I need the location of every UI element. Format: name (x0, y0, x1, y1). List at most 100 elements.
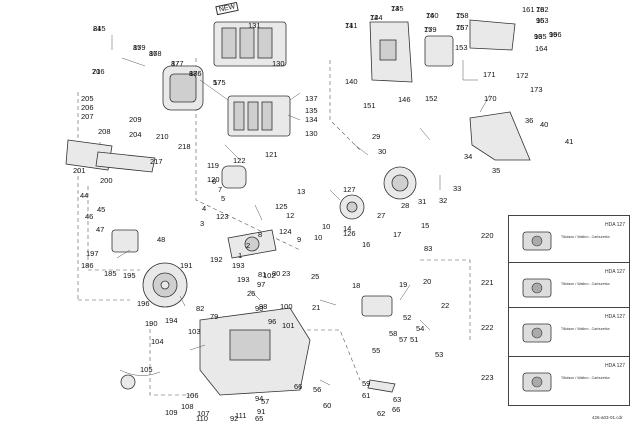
part-callout: 194 (165, 316, 178, 325)
throttle-lever-part (367, 379, 396, 393)
part-callout: 91 (257, 407, 266, 416)
part-callout: 146 (398, 95, 411, 104)
part-callout: 26 (247, 289, 256, 298)
hex-wrench-part (462, 60, 478, 81)
assembly-guide (420, 259, 471, 340)
part-callout: 166 (549, 30, 562, 39)
part-callout: 92 (230, 414, 239, 423)
part-callout: 215 (93, 24, 106, 33)
part-callout: 84 (93, 24, 102, 33)
clutch-cover-part (469, 111, 531, 161)
carburettor-variant-panel: HDA 127 Tillotson / Walbro - Carburettor (508, 356, 630, 406)
part-callout: 193 (237, 275, 250, 284)
part-callout: 161 (522, 5, 535, 14)
panel-number: 223 (481, 373, 494, 382)
part-callout: 51 (410, 335, 419, 344)
part-callout: 77 (424, 25, 433, 34)
part-callout: 81 (258, 270, 267, 279)
part-callout: 218 (178, 142, 191, 151)
part-callout: 134 (305, 115, 318, 124)
muffler-part (469, 19, 516, 51)
part-callout: 10 (322, 222, 331, 231)
part-callout: 8 (258, 230, 263, 239)
part-callout: 9 (297, 235, 302, 244)
part-callout: 153 (455, 43, 468, 52)
panel-number: 220 (481, 231, 494, 240)
part-callout: 30 (378, 147, 387, 156)
part-callout: 65 (255, 414, 264, 423)
part-callout: 45 (97, 205, 106, 214)
part-callout: 20 (423, 277, 432, 286)
part-callout: 175 (213, 78, 226, 87)
part-callout: 151 (363, 101, 376, 110)
carburettor-variant-panel: HDA 127 Tillotson / Walbro - Carburettor (508, 215, 630, 265)
part-callout: 53 (435, 350, 444, 359)
part-callout: 191 (180, 261, 193, 270)
part-callout: 33 (453, 184, 462, 193)
carburettor-variant-panel: HDA 127 Tillotson / Walbro - Carburettor (508, 307, 630, 357)
drawing-code: 426-a03-01.cdr (592, 415, 623, 420)
part-callout: 21 (312, 303, 321, 312)
part-callout: 106 (186, 391, 199, 400)
piston-part (221, 165, 247, 189)
part-callout: 27 (377, 211, 386, 220)
part-callout: 104 (151, 337, 164, 346)
cylinder-middle-part (227, 95, 291, 137)
part-callout: 57 (213, 78, 222, 87)
part-callout: 209 (129, 115, 142, 124)
part-callout: 23 (282, 269, 291, 278)
part-callout: 76 (456, 23, 465, 32)
carburettor-icon (522, 278, 552, 298)
part-callout: 12 (286, 211, 295, 220)
part-callout: 88 (189, 69, 198, 78)
part-callout: 208 (98, 127, 111, 136)
part-callout: 164 (535, 44, 548, 53)
crankshaft-part (227, 229, 277, 259)
part-callout: 176 (189, 69, 202, 78)
part-callout: 22 (441, 301, 450, 310)
part-callout: 63 (393, 395, 402, 404)
part-callout: 59 (362, 379, 371, 388)
part-callout: 130 (305, 129, 318, 138)
part-callout: 97 (257, 280, 266, 289)
part-callout: 140 (345, 77, 358, 86)
assembly-guide (77, 92, 130, 301)
part-callout: 5 (221, 194, 226, 203)
carburettor-variant-panel: HDA 127 Tillotson / Walbro - Carburettor (508, 262, 630, 312)
part-callout: 173 (530, 85, 543, 94)
part-callout: 152 (425, 94, 438, 103)
part-callout: 163 (536, 16, 549, 25)
part-callout: 14 (343, 224, 352, 233)
part-callout: 16 (362, 240, 371, 249)
part-callout: 107 (197, 409, 210, 418)
panel-caption: Tillotson / Walbro - Carburettor (561, 282, 610, 286)
carburettor-icon (522, 372, 552, 392)
part-callout: 178 (149, 49, 162, 58)
part-callout: 206 (81, 103, 94, 112)
panel-caption: Tillotson / Walbro - Carburettor (561, 235, 610, 239)
part-callout: 41 (565, 137, 574, 146)
part-callout: 119 (207, 161, 219, 170)
assembly-guide (300, 329, 361, 381)
part-callout: 40 (540, 120, 549, 129)
part-callout: 127 (343, 185, 356, 194)
fuel-hose-part (119, 369, 161, 390)
part-callout: 62 (377, 409, 386, 418)
part-callout: 126 (343, 229, 356, 238)
part-callout: 130 (272, 59, 285, 68)
panel-code: HDA 127 (604, 269, 625, 275)
part-callout: 204 (129, 130, 142, 139)
part-callout: 29 (372, 132, 381, 141)
part-callout: 177 (171, 59, 184, 68)
part-callout: 157 (456, 23, 469, 32)
part-callout: 158 (456, 11, 469, 20)
part-callout: 3 (200, 219, 205, 228)
part-callout: 105 (140, 365, 153, 374)
part-callout: 192 (210, 255, 223, 264)
part-callout: 60 (323, 401, 332, 410)
part-callout: 66 (294, 382, 303, 391)
part-callout: 57 (261, 397, 270, 406)
part-callout: 66 (392, 405, 401, 414)
part-callout: 186 (81, 261, 94, 270)
part-callout: 35 (492, 166, 501, 175)
